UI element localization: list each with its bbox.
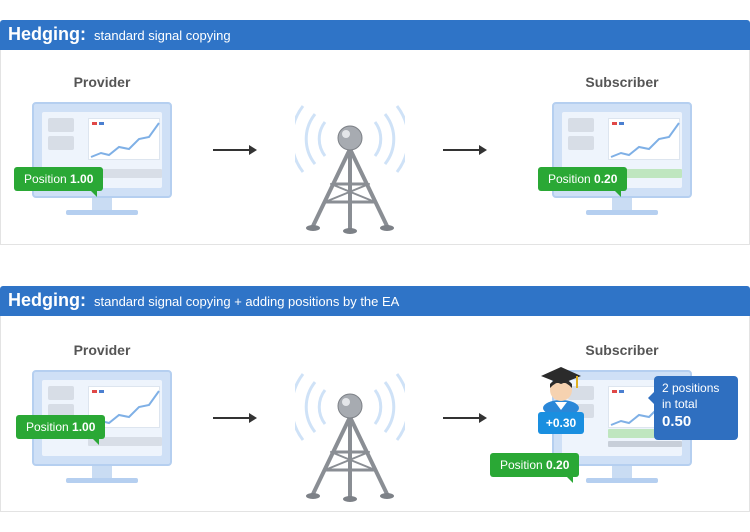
total-line-2: in total: [662, 397, 698, 411]
arrow-right-icon: [213, 413, 257, 423]
provider-position-badge: Position 1.00: [14, 167, 104, 197]
section-standard-copying: Hedging: standard signal copying Provide…: [0, 20, 750, 245]
arrow-right-icon: [443, 413, 487, 423]
section-subtitle: standard signal copying + adding positio…: [94, 294, 400, 309]
section-panel: Provider Subscriber Position 1.00: [0, 50, 750, 245]
antenna-tower-icon: [295, 105, 405, 234]
subscriber-label: Subscriber: [585, 74, 659, 90]
antenna-tower-icon: [295, 373, 405, 502]
provider-label: Provider: [73, 74, 131, 90]
section-subtitle: standard signal copying: [94, 28, 231, 43]
subscriber-label: Subscriber: [585, 342, 659, 358]
section-panel: Provider Subscriber Position 1.00: [0, 316, 750, 512]
ea-added-position-badge: +0.30: [538, 412, 584, 434]
arrow-right-icon: [213, 145, 257, 155]
section-header: Hedging: standard signal copying: [0, 20, 750, 50]
section-header: Hedging: standard signal copying + addin…: [0, 286, 750, 316]
provider-label: Provider: [73, 342, 131, 358]
total-line-1: 2 positions: [662, 381, 720, 395]
total-positions-box: 2 positions in total 0.50: [648, 376, 738, 440]
graduate-user-icon: [541, 367, 581, 412]
subscriber-position-badge: Position 0.20: [538, 167, 628, 197]
section-title: Hedging:: [8, 24, 86, 44]
subscriber-monitor-icon: [552, 102, 692, 216]
total-value: 0.50: [662, 413, 692, 430]
provider-monitor-icon: [32, 102, 172, 216]
section-copying-plus-ea: Hedging: standard signal copying + addin…: [0, 286, 750, 512]
arrow-right-icon: [443, 145, 487, 155]
section-title: Hedging:: [8, 290, 86, 310]
provider-position-badge: Position 1.00: [16, 415, 106, 445]
subscriber-position-badge: Position 0.20: [490, 453, 580, 483]
